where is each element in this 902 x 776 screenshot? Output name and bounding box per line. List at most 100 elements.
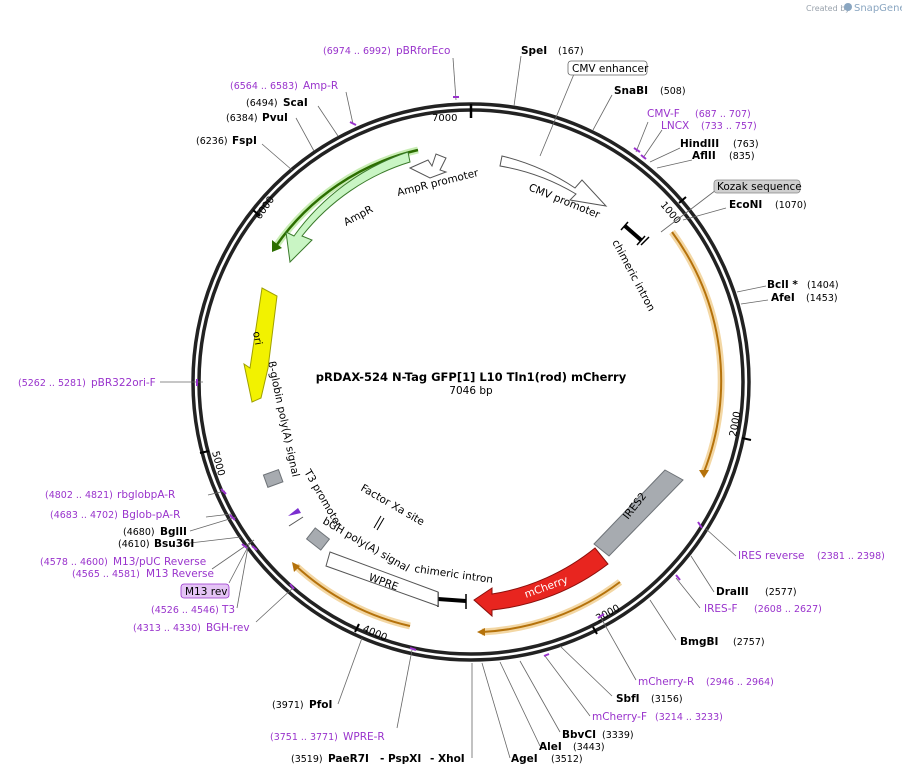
site-afei-pos: (1453) [806,293,838,304]
site-agei-name: AgeI [511,753,538,765]
site-econi-pos: (1070) [775,200,807,211]
beta-globin-block [262,468,284,488]
site-sbfi-name: SbfI [616,693,640,705]
plasmid-size: 7046 bp [449,385,493,397]
site-t3-name: T3 [221,604,235,616]
site-wpre-r-pos: (3751 .. 3771) [270,732,338,743]
site-econi-name: EcoNI [729,199,762,211]
svg-text:3000: 3000 [594,603,622,625]
site-bmgbi-name: BmgBI [680,636,718,648]
site-bbvci-name: BbvCI [562,729,596,741]
chimeric-intron-top-label: chimeric intron [609,238,657,314]
site-afei-name: AfeI [771,292,795,304]
site-hindiii-pos: (763) [733,139,759,150]
site-draiii-pos: (2577) [765,587,797,598]
site-bcli-name: BclI * [767,279,798,291]
site-bglii-name: BglII [160,526,187,538]
site-pbr322ori-f-pos: (5262 .. 5281) [18,378,86,389]
site-pbr322ori-f-name: pBR322ori-F [91,377,156,389]
ampr-outer-arc-arrow [272,240,282,252]
site-snabi-pos: (508) [660,86,686,97]
orange-arc-left [295,565,411,627]
site-rbglobpa-r-pos: (4802 .. 4821) [45,490,113,501]
orange-arc-bottom-arrow [477,628,485,636]
site-scai-pos: (6494) [246,98,278,109]
orange-arc-right-glow [669,229,725,474]
svg-text:2000: 2000 [728,411,743,438]
site-cmv-enhancer: CMV enhancer [572,63,649,75]
ampr-promoter-arrow [408,153,448,179]
credit-prefix: Created by [806,4,850,13]
site-scai-name: ScaI [283,97,308,109]
site-bbvci-pos: (3339) [602,730,634,741]
site-draiii-name: DraIII [716,586,749,598]
chimeric-intron-bottom [437,592,467,609]
ampr-label: AmpR [342,203,375,228]
bgh-polya-block [305,527,331,551]
site-agei-pos: (3512) [551,754,583,765]
site-spei-name: SpeI [521,45,547,57]
site-bsu36i-pos: (4610) [118,539,150,550]
site-kozak: Kozak sequence [717,181,802,193]
tick-7000: 7000 [432,113,457,124]
factor-xa-label: Factor Xa site [359,482,427,528]
site-amp-r-name: Amp-R [303,80,338,92]
ires2-block [593,469,684,557]
site-bgh-rev-name: BGH-rev [206,622,250,634]
credit-brand: SnapGene [854,3,902,14]
site-mcherry-f-pos: (3214 .. 3233) [655,712,723,723]
primer-markers [196,96,703,657]
site-pfoi-pos: (3971) [272,700,304,711]
site-m13-reverse-pos: (4565 .. 4581) [72,569,140,580]
site-pspxi-name: - PspXI [380,753,421,765]
kozak-box [713,179,801,194]
site-pvui-name: PvuI [262,112,288,124]
chimeric-intron-bottom-label: chimeric intron [414,563,494,586]
site-ires-rev-pos: (2381 .. 2398) [817,551,885,562]
orange-arc-right [671,231,723,473]
ori-arrow [243,287,278,403]
factor-xa-marker [373,515,385,531]
site-aflii-pos: (835) [729,151,755,162]
site-spei-pos: (167) [558,46,584,57]
site-fspi-name: FspI [232,135,257,147]
site-fspi-pos: (6236) [196,136,228,147]
site-mcherry-r-name: mCherry-R [638,676,694,688]
site-ires-f-pos: (2608 .. 2627) [754,604,822,615]
site-pbrforeco-name: pBRforEco [396,45,450,57]
site-m13-reverse-name: M13 Reverse [146,568,214,580]
site-bglob-pa-r-name: Bglob-pA-R [122,509,180,521]
site-cmv-f-pos: (687 .. 707) [695,109,751,120]
tick-2000: 2000 [728,411,752,441]
site-bgh-rev-pos: (4313 .. 4330) [133,623,201,634]
cmv-promoter-arrow [499,155,608,207]
ori-label: ori [250,330,264,346]
orange-arc-bottom [481,581,621,633]
site-m13-rev: M13 rev [185,586,228,598]
wpre-block [325,551,439,607]
site-m13-puc-rev-pos: (4578 .. 4600) [40,557,108,568]
ampr-arrow [285,151,411,264]
site-rbglobpa-r-name: rbglobpA-R [117,489,175,501]
svg-text:6000: 6000 [253,195,277,222]
site-mcherry-r-pos: (2946 .. 2964) [706,677,774,688]
tick-6000: 6000 [252,195,277,222]
site-paer7i-name: PaeR7I [328,753,369,765]
beta-globin-label: β-globin poly(A) signal [265,360,301,478]
mcherry-arrow [473,547,609,618]
site-paer7i-pos: (3519) [291,754,323,765]
site-bmgbi-pos: (2757) [733,637,765,648]
site-t3-pos: (4526 .. 4546) [151,605,219,616]
site-pvui-pos: (6384) [226,113,258,124]
site-aflii-name: AflII [692,150,716,162]
site-m13-puc-rev-name: M13/pUC Reverse [113,556,206,568]
leader-lines [160,55,769,759]
site-lncx-name: LNCX [661,120,689,132]
site-sbfi-pos: (3156) [651,694,683,705]
plasmid-name: pRDAX-524 N-Tag GFP[1] L10 Tln1(rod) mCh… [316,370,627,384]
site-ires-rev-name: IRES reverse [738,550,805,562]
site-bglii-pos: (4680) [123,527,155,538]
site-xhoi-name: - XhoI [430,753,465,765]
site-alei-name: AleI [539,741,562,753]
